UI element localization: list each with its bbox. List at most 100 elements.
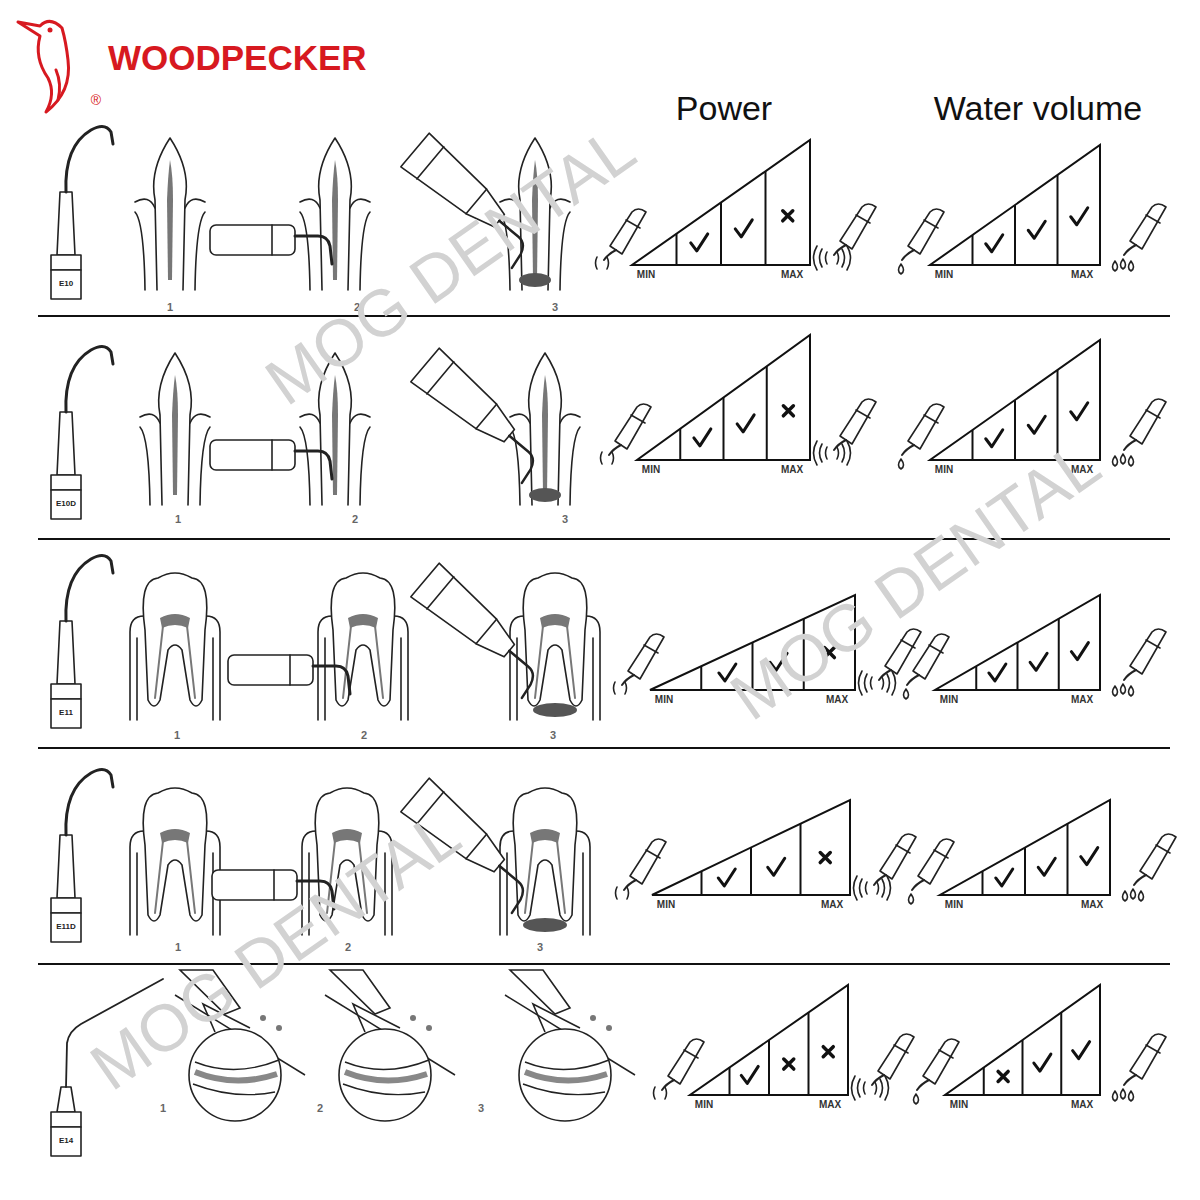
step-number: 1 [174, 730, 180, 741]
zoom-circle [339, 1029, 431, 1121]
tooth-outline [154, 138, 187, 290]
canal-wall [343, 1084, 425, 1095]
scale-min: MIN [940, 695, 958, 705]
pen-tip [1124, 245, 1136, 255]
scaler-tip-icon [51, 346, 113, 519]
vibration-wave [885, 1076, 889, 1100]
step-number: 3 [550, 730, 556, 741]
pen-body [908, 209, 944, 254]
gum-line [510, 414, 530, 423]
scale-divider [972, 235, 974, 265]
vibration-wave [847, 441, 851, 465]
vibration-wave [859, 671, 863, 695]
bird-outline [18, 21, 69, 112]
root-canal [567, 626, 575, 698]
vibration-wave [837, 252, 839, 264]
water-drop [1121, 454, 1126, 464]
vibration-wave [871, 677, 873, 689]
molar-figure [130, 788, 220, 935]
scale-min: MIN [657, 900, 675, 910]
pen-tip [624, 880, 636, 890]
step-number: 1 [175, 942, 181, 953]
vibration-wave [877, 882, 879, 894]
pen-band [684, 1050, 698, 1058]
check-mark [737, 415, 754, 432]
handpiece-icon [1113, 399, 1167, 466]
handpiece-tip [481, 866, 530, 913]
debris-dot [606, 1025, 612, 1031]
vibration-wave [887, 876, 891, 900]
tip-shaft [66, 769, 113, 835]
pen-band [924, 415, 938, 423]
pen-body [615, 404, 651, 449]
bone-wall [516, 638, 518, 720]
tooth-outline [143, 573, 207, 706]
scale-min: MIN [695, 1100, 713, 1110]
vibration-wave [875, 1082, 877, 1094]
handle-ring [289, 655, 291, 685]
handle-ring [271, 440, 273, 470]
scale-divider [766, 366, 768, 460]
pen-tip [902, 250, 914, 260]
canal-wall [193, 1084, 275, 1095]
pen-tip [902, 445, 914, 455]
molar-figure [510, 573, 600, 720]
instrument-handle [228, 655, 313, 685]
root-canal [155, 841, 163, 913]
check-mark [989, 664, 1006, 681]
step-number: 1 [167, 302, 173, 313]
handpiece-icon [904, 634, 950, 699]
irrigation-area [523, 918, 567, 932]
handpiece-icon [596, 209, 647, 269]
tip-body [57, 412, 75, 475]
bone-wall [324, 638, 326, 720]
check-mark [1034, 1054, 1051, 1071]
irrigation-area [533, 703, 577, 717]
vibration-wave [842, 444, 845, 462]
pen-tip [609, 445, 621, 455]
vibration-wave [625, 682, 627, 694]
tooth-pulp [348, 614, 378, 628]
water-drop [1121, 684, 1126, 694]
handpiece-ring [427, 362, 454, 394]
handpiece-icon [899, 404, 945, 469]
molar-figure [318, 573, 408, 720]
debris-dot [426, 1025, 432, 1031]
cross-mark [820, 853, 830, 863]
step-number: 3 [552, 302, 558, 313]
scale-divider [1057, 175, 1059, 265]
bone-wall [300, 212, 310, 290]
step-number: 3 [562, 514, 568, 525]
vibration-wave [866, 882, 868, 894]
check-mark [694, 429, 711, 446]
bone-wall [136, 638, 138, 720]
step-number: 2 [361, 730, 367, 741]
handle-ring [271, 225, 273, 255]
canal-band [345, 1072, 427, 1081]
vibration-wave [814, 246, 818, 270]
check-mark [718, 869, 735, 886]
scale-divider [1022, 1040, 1024, 1095]
bone-wall [135, 212, 145, 290]
check-mark [1071, 208, 1088, 225]
gum-line [300, 414, 320, 423]
gum-line [185, 199, 205, 208]
cross-mark [783, 406, 793, 416]
handpiece-ring [417, 147, 444, 179]
cross-mark [998, 1071, 1008, 1081]
pen-body [610, 209, 646, 254]
registered-mark: ® [91, 93, 101, 107]
scale-divider [1058, 619, 1060, 690]
pen-band [939, 1050, 953, 1058]
handpiece-ring [466, 834, 487, 859]
bone-wall [318, 616, 332, 720]
watermark: MOG DENTAL [719, 429, 1110, 731]
ultrasonic-handpiece [407, 348, 554, 483]
scale-divider [808, 1013, 810, 1096]
tip-thread [51, 1127, 81, 1156]
scale-divider [1024, 848, 1026, 896]
incisor-figure [135, 138, 205, 290]
tip-hex [51, 898, 81, 913]
check-mark [768, 858, 785, 875]
handpiece-icon [854, 834, 917, 900]
